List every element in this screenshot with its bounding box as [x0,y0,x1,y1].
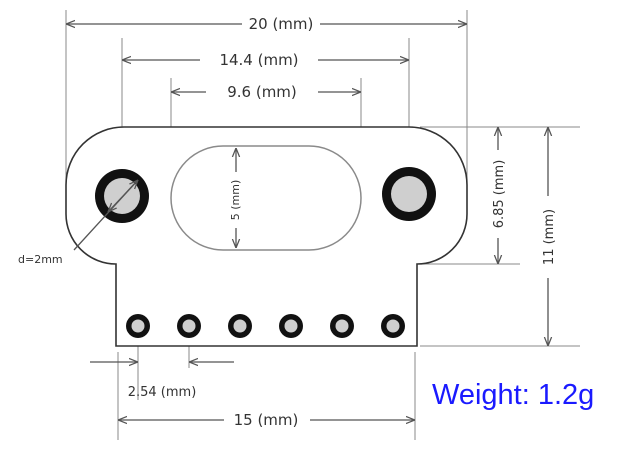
pin-hole [177,314,201,338]
label-width-20: 20 (mm) [249,15,314,33]
pin-hole [381,314,405,338]
label-slot-height: 5 (mm) [229,180,242,221]
label-height-6-85: 6.85 (mm) [492,160,507,229]
weight-label: Weight: 1.2g [432,379,594,411]
label-height-11: 11 (mm) [542,209,557,265]
pin-hole [228,314,252,338]
label-width-15: 15 (mm) [234,411,299,429]
pin-holes [126,314,405,338]
label-hole-diameter: d=2mm [18,253,63,266]
label-width-9-6: 9.6 (mm) [227,83,297,101]
mounting-hole-right [382,167,436,221]
mounting-hole-left [95,169,149,223]
label-width-14-4: 14.4 (mm) [219,51,298,69]
pin-hole [126,314,150,338]
label-pitch: 2.54 (mm) [128,385,197,400]
pin-hole [279,314,303,338]
pin-hole [330,314,354,338]
oval-slot [170,145,362,251]
